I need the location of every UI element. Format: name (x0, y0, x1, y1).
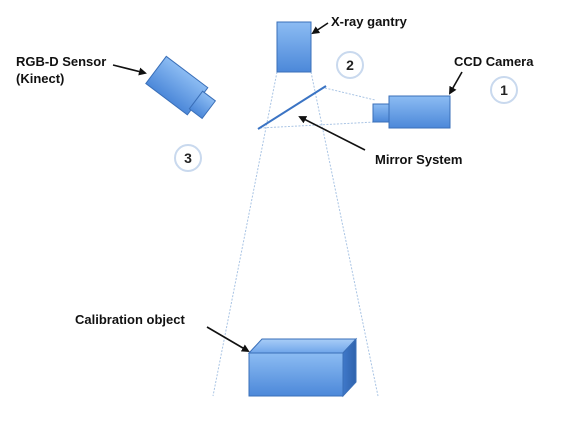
label-xray-gantry: X-ray gantry (331, 14, 408, 29)
label-mirror-system: Mirror System (375, 152, 462, 167)
svg-text:2: 2 (346, 57, 354, 73)
rgbd-sensor-icon (145, 55, 217, 120)
mirror (257, 85, 327, 130)
arrow-mirror (298, 116, 366, 151)
arrow-calibration (206, 326, 250, 353)
marker-3: 3 (174, 144, 202, 172)
calibration-object-box (247, 337, 358, 398)
arrow-rgbd (112, 64, 147, 76)
arrow-gantry (311, 22, 329, 35)
pointer-arrows (112, 22, 463, 353)
label-calibration-object: Calibration object (75, 312, 185, 327)
marker-1: 1 (490, 76, 518, 104)
camera-view-lines (259, 87, 376, 129)
label-rgbd-sensor: RGB-D Sensor (16, 54, 106, 69)
xray-gantry-box (276, 21, 312, 73)
arrow-ccd (449, 71, 463, 95)
ccd-camera-icon (372, 95, 451, 129)
marker-2: 2 (336, 51, 364, 79)
label-rgbd-kinect: (Kinect) (16, 71, 64, 86)
svg-text:1: 1 (500, 82, 508, 98)
xray-beam (212, 71, 379, 397)
svg-text:3: 3 (184, 150, 192, 166)
label-ccd-camera: CCD Camera (454, 54, 534, 69)
